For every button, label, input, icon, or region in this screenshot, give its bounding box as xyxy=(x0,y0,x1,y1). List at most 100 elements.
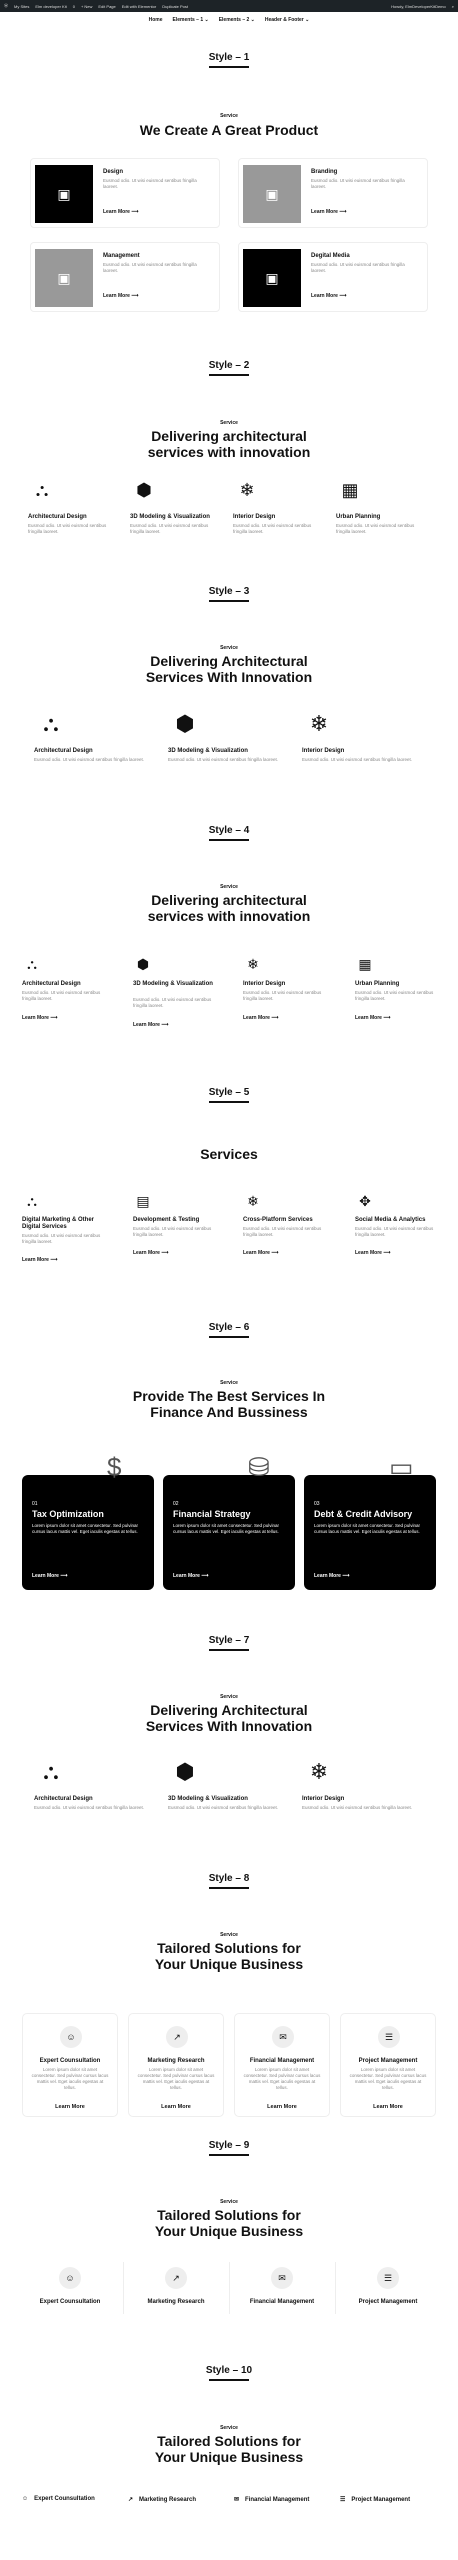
s10-eyebrow: Service xyxy=(220,2425,238,2431)
s1-card-desc: Eusmod odio. Ut wisi euismod sentibus fr… xyxy=(311,178,405,189)
list-icon: ☰ xyxy=(340,2497,346,2503)
snowflake-icon: ❄ xyxy=(309,1759,329,1784)
learn-more-link[interactable]: Learn More ⟶ xyxy=(173,1573,209,1579)
chat-icon: ✉ xyxy=(271,2267,293,2289)
document-icon: ▤ xyxy=(136,1193,150,1209)
learn-more-link[interactable]: Learn More xyxy=(373,2104,403,2110)
learn-more-link[interactable]: Learn More ⟶ xyxy=(22,1015,58,1021)
learn-more-link[interactable]: Learn More ⟶ xyxy=(311,209,347,215)
style-10-title: Style – 10 xyxy=(0,2365,458,2381)
s6-card-title: Financial Strategy xyxy=(173,1509,251,1519)
s1-card-digital-media: ▣ Degital Media Eusmod odio. Ut wisi eui… xyxy=(238,242,428,312)
s5-item-desc: Eusmod odio. Ut wisi euismod sentibus fr… xyxy=(243,1226,322,1237)
nav-home[interactable]: Home xyxy=(148,17,163,23)
s6-card-number: 02 xyxy=(173,1501,179,1507)
credit-card-icon: ▭ xyxy=(389,1452,414,1482)
s2-item-title: 3D Modeling & Visualization xyxy=(130,514,210,520)
learn-more-link[interactable]: Learn More ⟶ xyxy=(243,1015,279,1021)
s8-card-title: Project Management xyxy=(358,2058,418,2064)
s10-item: ✉ Financial Management xyxy=(234,2496,310,2504)
s5-item-desc: Eusmod odio. Ut wisi euismod sentibus fr… xyxy=(22,1233,101,1244)
social-icon: ✥ xyxy=(359,1193,371,1209)
learn-more-link[interactable]: Learn More ⟶ xyxy=(103,293,139,299)
image-icon: ▣ xyxy=(243,165,301,223)
consultant-icon: ☺ xyxy=(60,2026,82,2048)
s6-card-desc: Lorem ipsum dolor sit amet consectetur. … xyxy=(32,1523,139,1534)
s5-item-desc: Eusmod odio. Ut wisi euismod sentibus fr… xyxy=(355,1226,434,1237)
learn-more-link[interactable]: Learn More ⟶ xyxy=(32,1573,68,1579)
s1-card-branding: ▣ Branding Eusmod odio. Ut wisi euismod … xyxy=(238,158,428,228)
s10-item: ☺Expert Counsultation xyxy=(22,2496,95,2502)
s1-card-title: Branding xyxy=(311,169,338,175)
s8-card-desc: Lorem ipsum dolor sit amet consectetur. … xyxy=(31,2067,109,2090)
list-icon: ☰ xyxy=(377,2267,399,2289)
s8-card-desc: Lorem ipsum dolor sit amet consectetur. … xyxy=(137,2067,215,2090)
divider xyxy=(335,2262,336,2314)
learn-more-link[interactable]: Learn More ⟶ xyxy=(355,1015,391,1021)
s10-heading: Tailored Solutions for Your Unique Busin… xyxy=(154,2433,304,2465)
s3-item-title: Interior Design xyxy=(302,748,345,754)
s8-card-title: Marketing Research xyxy=(147,2058,205,2064)
admin-site-name[interactable]: Elm developer Kit xyxy=(35,3,67,9)
s4-item-title: 3D Modeling & Visualization xyxy=(133,981,213,987)
sitemap-icon: ⛬ xyxy=(43,711,59,736)
image-icon: ▣ xyxy=(35,165,93,223)
nav-header-footer[interactable]: Header & Footer ⌄ xyxy=(264,17,310,23)
learn-more-link[interactable]: Learn More ⟶ xyxy=(355,1250,391,1256)
learn-more-link[interactable]: Learn More xyxy=(55,2104,85,2110)
admin-comments[interactable]: 0 xyxy=(72,3,75,9)
s8-card-desc: Lorem ipsum dolor sit amet consectetur. … xyxy=(243,2067,321,2090)
learn-more-link[interactable]: Learn More ⟶ xyxy=(133,1022,169,1028)
learn-more-link[interactable]: Learn More ⟶ xyxy=(311,293,347,299)
s2-item-title: Architectural Design xyxy=(28,514,87,520)
s5-item-title: Cross-Platform Services xyxy=(243,1217,313,1223)
sitemap-icon: ⛬ xyxy=(43,1759,59,1784)
s2-item-desc: Eusmod odio. Ut wisi euismod sentibus fr… xyxy=(233,523,312,534)
image-icon: ▣ xyxy=(243,249,301,307)
learn-more-link[interactable]: Learn More ⟶ xyxy=(133,1250,169,1256)
s9-item-title: Financial Management xyxy=(249,2299,315,2305)
admin-edit-elementor[interactable]: Edit with Elementor xyxy=(121,3,157,9)
nav-elements-1[interactable]: Elements – 1 ⌄ xyxy=(172,17,209,23)
s1-card-design: ▣ Design Eusmod odio. Ut wisi euismod se… xyxy=(30,158,220,228)
s1-card-desc: Eusmod odio. Ut wisi euismod sentibus fr… xyxy=(311,262,405,273)
s6-card-title: Tax Optimization xyxy=(32,1509,104,1519)
learn-more-link[interactable]: Learn More ⟶ xyxy=(314,1573,350,1579)
s8-card-desc: Lorem ipsum dolor sit amet consectetur. … xyxy=(349,2067,427,2090)
admin-howdy[interactable]: Howdy, ElmDeveloperKitDemo xyxy=(391,3,446,9)
wordpress-icon[interactable]: Ⓦ xyxy=(4,3,8,8)
s8-eyebrow: Service xyxy=(220,1932,238,1938)
s4-item-desc: Eusmod odio. Ut wisi euismod sentibus fr… xyxy=(22,990,101,1001)
style-9-title: Style – 9 xyxy=(0,2140,458,2156)
nav-elements-2[interactable]: Elements – 2 ⌄ xyxy=(218,17,255,23)
search-icon[interactable]: ⌕ xyxy=(451,3,454,9)
snowflake-icon: ❄ xyxy=(247,956,259,972)
s9-item-title: Marketing Research xyxy=(147,2299,205,2305)
s10-item-title: Financial Management xyxy=(245,2496,310,2503)
s7-item-desc: Eusmod odio. Ut wisi euismod sentibus fr… xyxy=(302,1805,413,1810)
chart-icon: ↗ xyxy=(165,2267,187,2289)
buildings-icon: ▦ xyxy=(358,956,372,972)
admin-edit-page[interactable]: Edit Page xyxy=(98,3,116,9)
admin-duplicate[interactable]: Duplicate Post xyxy=(162,3,189,9)
s10-item-title: Expert Counsultation xyxy=(34,2496,95,2502)
s3-item-desc: Eusmod odio. Ut wisi euismod sentibus fr… xyxy=(34,757,145,762)
s7-item-title: Interior Design xyxy=(302,1796,345,1802)
learn-more-link[interactable]: Learn More xyxy=(267,2104,297,2110)
divider xyxy=(123,2262,124,2314)
image-icon: ▣ xyxy=(35,249,93,307)
learn-more-link[interactable]: Learn More ⟶ xyxy=(22,1257,58,1263)
s9-heading: Tailored Solutions for Your Unique Busin… xyxy=(154,2207,304,2239)
learn-more-link[interactable]: Learn More ⟶ xyxy=(243,1250,279,1256)
admin-new[interactable]: + New xyxy=(80,3,93,9)
admin-my-sites[interactable]: My Sites xyxy=(14,3,30,9)
learn-more-link[interactable]: Learn More ⟶ xyxy=(103,209,139,215)
learn-more-link[interactable]: Learn More xyxy=(161,2104,191,2110)
s8-card-title: Expert Counsultation xyxy=(39,2058,101,2064)
s4-item-title: Urban Planning xyxy=(355,981,400,987)
chat-icon: ✉ xyxy=(234,2497,240,2503)
